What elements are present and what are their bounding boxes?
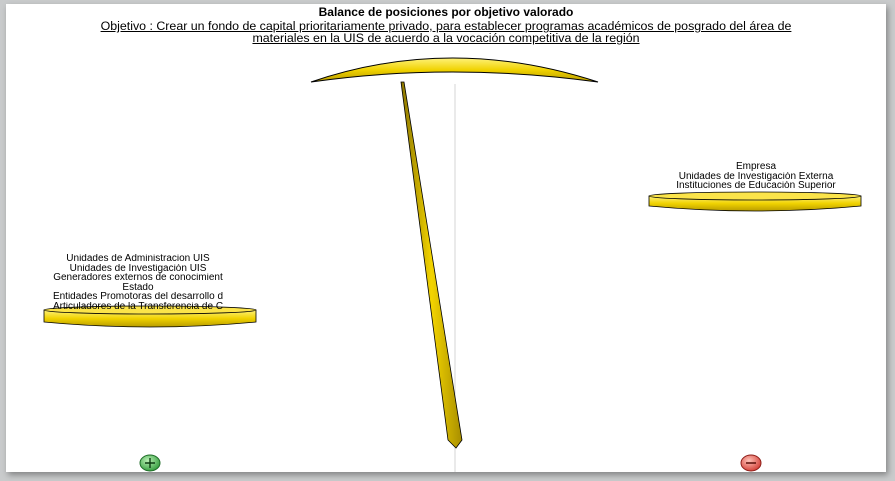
vertical-watermark [885, 414, 886, 464]
plus-icon [145, 458, 155, 468]
objective-line-2: materiales en la UIS de acuerdo a la voc… [252, 31, 640, 45]
actor-label: Empresa [735, 162, 776, 172]
balance-scale-diagram [43, 57, 862, 472]
actor-label: Unidades de Investigación UIS [69, 263, 207, 273]
actor-label: Unidades de Investigación Externa [678, 171, 834, 181]
page-title: Balance de posiciones por objetivo valor… [318, 5, 574, 19]
actor-label: Instituciones de Educación Superior [676, 181, 836, 191]
actor-label: Estado [122, 282, 154, 292]
actor-label: Unidades de Administracion UIS [66, 254, 210, 264]
balance-panel: Balance de posiciones por objetivo valor… [6, 4, 886, 472]
actor-label: Generadores externos de conocimient [53, 273, 223, 283]
actor-label: Articuladores de la Transferencia de C [52, 301, 224, 311]
actor-label: Entidades Promotoras del desarrollo d [52, 292, 224, 302]
objective-line-1: Objetivo : Crear un fondo de capital pri… [100, 19, 792, 33]
minus-button[interactable] [740, 454, 762, 472]
objective-text: Objetivo : Crear un fondo de capital pri… [26, 20, 866, 44]
left-pan-actors: Unidades de Administracion UIS Unidades … [10, 254, 266, 311]
right-weighing-pan [648, 191, 862, 212]
right-pan-actors: Empresa Unidades de Investigación Extern… [648, 162, 864, 191]
left-weighing-pan [43, 305, 257, 328]
plus-button[interactable] [139, 454, 161, 472]
scale-beam [310, 57, 599, 83]
scale-needle [400, 81, 463, 449]
